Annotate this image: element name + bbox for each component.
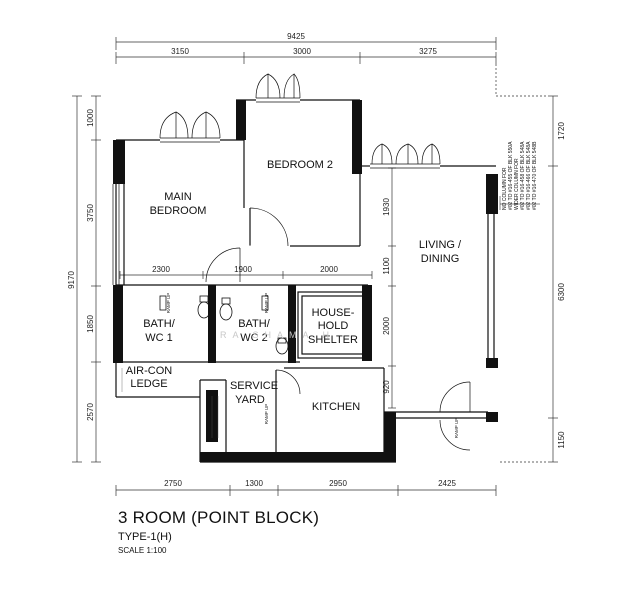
dim-left-2: 3750: [86, 204, 95, 222]
bath-fixtures: [123, 295, 289, 363]
room-bath1-line2: WC 1: [145, 332, 173, 344]
note-line-3: WIDER COLUMN FOR: [514, 158, 520, 210]
dim-left-3: 1850: [86, 315, 95, 333]
note-line-4: #02 TO #16-458 OF BLK 548A: [520, 141, 526, 210]
columns: [113, 100, 498, 462]
plan-caption: 3 ROOM (POINT BLOCK) TYPE-1(H) SCALE 1:1…: [118, 508, 319, 555]
dim-left-4: 2570: [86, 403, 95, 421]
dim-left-overall: 9170: [67, 271, 76, 289]
dim-bottom-3: 2950: [329, 479, 347, 488]
dim-inner-v-1: 1930: [382, 198, 391, 216]
room-bath1-line1: BATH/: [143, 318, 176, 330]
dim-right-3: 1150: [557, 431, 566, 449]
door-swings: [159, 73, 471, 451]
room-main-bedroom-line1: MAIN: [164, 191, 192, 203]
note-line-1: NO COLUMN FOR: [502, 167, 508, 210]
column-notes: NO COLUMN FOR #02 TO #16-455 OF BLK 550A…: [499, 141, 540, 210]
note-line-5: #02 TO #16-466 OF BLK 548A: [526, 141, 532, 210]
dim-right-2: 6300: [557, 283, 566, 301]
hatch: [121, 368, 219, 438]
room-shelter-line2: HOLD: [318, 320, 349, 332]
dim-inner-v-4: 920: [382, 380, 391, 394]
room-kitchen: KITCHEN: [312, 401, 360, 413]
windows: [112, 97, 440, 285]
room-living-line1: LIVING /: [419, 239, 462, 251]
room-service-line2: YARD: [235, 394, 265, 406]
dim-left-1: 1000: [86, 109, 95, 127]
watermark: RA SHAMA H: [220, 330, 335, 340]
dim-inner-v-2: 1100: [382, 257, 391, 275]
ramp-label-c: RAMP UP: [264, 404, 269, 424]
ramp-label-d: RAMP UP: [454, 418, 459, 438]
room-bath2-line1: BATH/: [238, 318, 271, 330]
dim-bottom-2: 1300: [245, 479, 263, 488]
room-bedroom-2: BEDROOM 2: [267, 159, 333, 171]
ramp-label-a: RAMP UP: [166, 293, 171, 313]
dimension-lines: [72, 37, 558, 496]
room-aircon-line2: LEDGE: [130, 378, 167, 390]
dim-top-overall: 9425: [287, 32, 305, 41]
room-main-bedroom-line2: BEDROOM: [150, 205, 207, 217]
room-bath2-line2: WC 2: [240, 332, 268, 344]
room-aircon-line1: AIR-CON: [126, 365, 173, 377]
dim-inner-3: 2000: [320, 265, 338, 274]
plan-subtitle: TYPE-1(H): [118, 531, 172, 543]
ramp-label-b: RAMP UP: [264, 293, 269, 313]
dim-top-3: 3275: [419, 47, 437, 56]
room-service-line1: SERVICE: [230, 380, 278, 392]
dim-bottom-1: 2750: [164, 479, 182, 488]
dim-inner-1: 2300: [152, 265, 170, 274]
room-shelter-line3: SHELTER: [308, 334, 358, 346]
note-line-6: #02 TO #16-470 OF BLK 548B: [532, 141, 538, 210]
plan-scale: SCALE 1:100: [118, 546, 167, 555]
dim-top-2: 3000: [293, 47, 311, 56]
dim-bottom-4: 2425: [438, 479, 456, 488]
dim-top-1: 3150: [171, 47, 189, 56]
dim-inner-v-3: 2000: [382, 317, 391, 335]
room-shelter-line1: HOUSE-: [312, 307, 355, 319]
dim-right-1: 1720: [557, 122, 566, 140]
room-living-line2: DINING: [421, 253, 460, 265]
note-line-2: #02 TO #16-455 OF BLK 550A: [508, 141, 514, 210]
plan-title: 3 ROOM (POINT BLOCK): [118, 508, 320, 527]
dim-inner-2: 1900: [234, 265, 252, 274]
